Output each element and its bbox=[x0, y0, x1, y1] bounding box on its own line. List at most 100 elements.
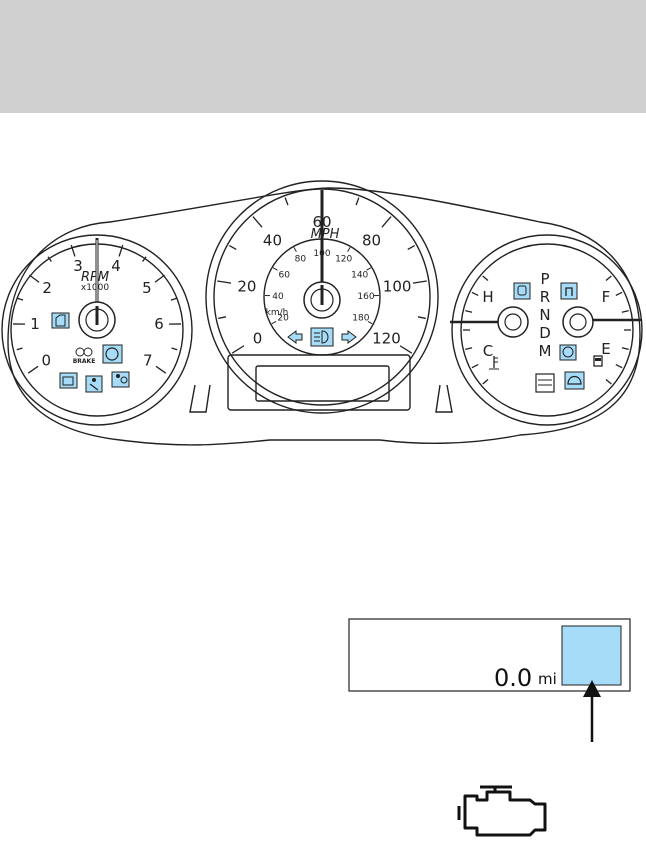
fuel-empty-label: E bbox=[601, 340, 610, 358]
seat-heat-icon bbox=[560, 282, 578, 300]
gear-letter: R bbox=[540, 288, 550, 306]
traction-control-icon bbox=[513, 282, 531, 300]
speedo-tick bbox=[417, 316, 426, 320]
tach-tick bbox=[118, 244, 124, 257]
right-gauge-tick bbox=[471, 291, 479, 297]
speedo-tick bbox=[407, 245, 416, 251]
tach-tick bbox=[171, 347, 178, 351]
tach-tick bbox=[17, 297, 24, 301]
tach-tick bbox=[155, 365, 167, 374]
right-gauge-tick bbox=[482, 378, 489, 385]
odometer-display bbox=[348, 618, 631, 692]
right-gauge-tick bbox=[615, 291, 623, 297]
mph-scale-label: 40 bbox=[263, 231, 282, 249]
right-gauge-tick bbox=[621, 347, 629, 351]
speedo-tick bbox=[228, 245, 237, 251]
speedo-tick bbox=[217, 280, 232, 284]
tach-scale-label: 4 bbox=[111, 257, 121, 275]
coolant-temp-icon bbox=[489, 356, 499, 370]
tach-label-x1000: x1000 bbox=[81, 283, 110, 293]
kmh-scale-label: 60 bbox=[279, 270, 291, 280]
speedo-tick bbox=[284, 197, 289, 206]
right-gauge-tick bbox=[605, 275, 612, 282]
kmh-scale-label: 140 bbox=[351, 270, 368, 280]
temp-hot-label: H bbox=[482, 288, 493, 306]
mph-scale-label: 0 bbox=[253, 329, 263, 347]
tach-tick bbox=[70, 244, 76, 257]
right-gauge-tick bbox=[471, 363, 479, 369]
mph-scale-label: 80 bbox=[362, 231, 381, 249]
kmh-scale-label: 120 bbox=[335, 255, 352, 265]
tach-tick bbox=[142, 256, 147, 263]
kmh-scale-label: 20 bbox=[277, 314, 289, 324]
speedometer-bezel bbox=[205, 180, 439, 414]
right-gauge-tick bbox=[621, 309, 629, 313]
mph-scale-label: 20 bbox=[237, 278, 256, 296]
gear-letter: D bbox=[539, 324, 551, 342]
tach-scale-label: 2 bbox=[42, 279, 52, 297]
tach-scale-label: 1 bbox=[30, 315, 40, 333]
right-gauge-tick bbox=[615, 363, 623, 369]
tach-tick bbox=[29, 274, 40, 283]
odometer-highlight bbox=[561, 625, 622, 686]
check-engine-symbol bbox=[457, 785, 547, 837]
right-gauge-bezel bbox=[451, 234, 643, 426]
tach-label-rpm: RPM bbox=[81, 270, 109, 285]
tach-scale-label: 5 bbox=[142, 279, 152, 297]
tach-scale-label: 7 bbox=[143, 352, 153, 370]
right-gauge-tick bbox=[465, 309, 473, 313]
display-icon bbox=[535, 373, 555, 393]
svg-text:BRAKE: BRAKE bbox=[73, 358, 96, 365]
header-band bbox=[0, 0, 646, 113]
kmh-tick bbox=[347, 247, 351, 252]
tach-tick bbox=[27, 365, 39, 374]
gear-letter: P bbox=[540, 270, 549, 288]
kmh-scale-label: 160 bbox=[357, 292, 374, 302]
tach-scale-label: 6 bbox=[154, 315, 164, 333]
low-fuel-icon bbox=[593, 355, 603, 367]
tachometer-bezel bbox=[1, 234, 193, 426]
speedo-tick bbox=[231, 345, 245, 354]
speedo-tick bbox=[252, 216, 263, 228]
kmh-tick bbox=[272, 267, 278, 271]
kmh-tick bbox=[366, 267, 372, 271]
kmh-scale-label: 80 bbox=[295, 255, 307, 265]
kmh-tick bbox=[293, 247, 297, 252]
tach-tick bbox=[154, 274, 165, 283]
right-gauge-tick bbox=[465, 347, 473, 351]
tach-scale-label: 0 bbox=[41, 352, 51, 370]
seatbelt-icon bbox=[85, 375, 103, 393]
brake-warning-icon: BRAKE bbox=[73, 347, 96, 365]
tach-tick bbox=[170, 297, 177, 301]
tach-scale-label: 3 bbox=[73, 257, 83, 275]
turn-right-icon bbox=[341, 330, 357, 344]
kmh-tick bbox=[271, 320, 277, 325]
speedo-tick bbox=[381, 216, 392, 228]
tire-pressure-icon bbox=[564, 371, 585, 390]
tach-tick bbox=[16, 347, 23, 351]
speedo-tick bbox=[412, 280, 427, 284]
tach-tick bbox=[47, 256, 52, 263]
kmh-scale-label: 40 bbox=[272, 292, 284, 302]
kmh-tick bbox=[367, 320, 373, 325]
cluster-housing bbox=[7, 187, 641, 446]
gear-letter: N bbox=[539, 306, 550, 324]
odometer-value: 0.0 bbox=[494, 664, 532, 692]
mph-scale-label: 100 bbox=[383, 278, 412, 296]
speedo-label-kmh: km/h bbox=[266, 308, 289, 318]
speedo-label-mph: MPH bbox=[311, 227, 340, 242]
speedo-tick bbox=[218, 316, 227, 320]
message-center-housing bbox=[227, 354, 411, 411]
turn-left-icon bbox=[287, 330, 303, 344]
gear-letter: M bbox=[539, 342, 552, 360]
temp-cold-label: C bbox=[483, 342, 493, 360]
fuel-full-label: F bbox=[602, 288, 611, 306]
speedo-tick bbox=[399, 345, 413, 354]
mph-scale-label: 120 bbox=[372, 329, 401, 347]
odometer-unit: mi bbox=[538, 670, 557, 688]
right-gauge-tick bbox=[605, 378, 612, 385]
speedo-tick bbox=[355, 197, 360, 206]
kmh-scale-label: 180 bbox=[352, 314, 369, 324]
right-gauge-tick bbox=[482, 275, 489, 282]
